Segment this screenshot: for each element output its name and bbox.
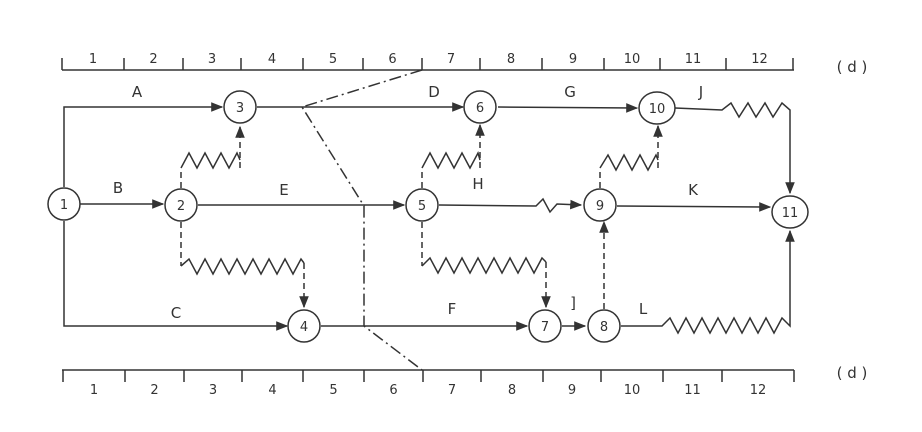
bottom-scale-label: 10 [624,383,641,398]
top-scale-label: 11 [685,52,702,67]
top-scale-label: 10 [624,52,641,67]
svg-text:5: 5 [418,199,426,214]
node-3: 3 [223,90,257,124]
arrow-G [497,103,639,113]
bottom-unit-label: ( d ) [837,364,868,382]
top-scale-label: 5 [329,52,337,67]
label-D: D [428,83,440,101]
node-9: 9 [583,188,617,222]
label-J: J [698,83,703,101]
node-10: 10 [638,91,676,125]
svg-text:3: 3 [236,101,244,116]
bottom-scale-label: 9 [568,383,576,398]
svg-text:7: 7 [541,320,549,335]
svg-text:10: 10 [649,102,666,117]
bottom-scale-label: 11 [684,383,701,398]
top-unit-label: ( d ) [837,58,868,76]
top-scale-label: 3 [208,52,216,67]
arrow-L [621,229,795,335]
node-11: 11 [771,195,809,229]
nodes: 1 2 3 4 5 6 7 8 9 10 11 [47,90,809,343]
svg-text:4: 4 [300,320,308,335]
node-7: 7 [528,309,562,343]
label-H: H [472,175,483,193]
dummy-arrows [180,123,663,309]
svg-text:11: 11 [782,206,799,221]
activity-labels: A B C D E F G H ] J K L [113,83,703,322]
label-E: E [279,181,288,199]
top-scale-label: 4 [268,52,276,67]
svg-text:6: 6 [476,101,484,116]
arrow-5-9 [438,197,583,214]
svg-text:9: 9 [596,199,604,214]
svg-text:8: 8 [600,320,608,335]
node-6: 6 [463,90,497,124]
bottom-scale-label: 8 [508,383,516,398]
arrow-C [63,221,289,331]
top-scale-label: 9 [569,52,577,67]
node-8: 8 [587,309,621,343]
arrow-K [616,202,772,212]
node-4: 4 [287,309,321,343]
top-scale-label: 7 [447,52,455,67]
label-C: C [171,304,181,322]
node-1: 1 [47,187,81,221]
arrow-A [63,102,224,187]
top-scale-label: 1 [89,52,97,67]
bottom-scale-label: 4 [268,383,276,398]
bottom-scale-label: 2 [150,383,158,398]
bottom-scale-label: 6 [389,383,397,398]
label-L: L [639,300,648,318]
arrow-J [674,101,795,195]
bottom-scale-label: 12 [750,383,767,398]
svg-text:1: 1 [60,198,68,213]
label-I: ] [570,294,576,312]
bottom-scale-label: 1 [90,383,98,398]
bottom-scale-label: 3 [209,383,217,398]
top-scale-label: 6 [388,52,396,67]
activity-arrows [63,101,795,335]
label-B: B [113,179,123,197]
node-2: 2 [164,188,198,222]
label-K: K [688,181,699,199]
label-A: A [132,83,143,101]
node-5: 5 [405,188,439,222]
top-scale-label: 2 [149,52,157,67]
label-F: F [448,300,457,318]
bottom-scale-label: 5 [329,383,337,398]
check-line [300,69,423,371]
top-scale-label: 12 [751,52,768,67]
top-scale-label: 8 [507,52,515,67]
bottom-scale-label: 7 [448,383,456,398]
svg-text:2: 2 [177,199,185,214]
label-G: G [564,83,576,101]
